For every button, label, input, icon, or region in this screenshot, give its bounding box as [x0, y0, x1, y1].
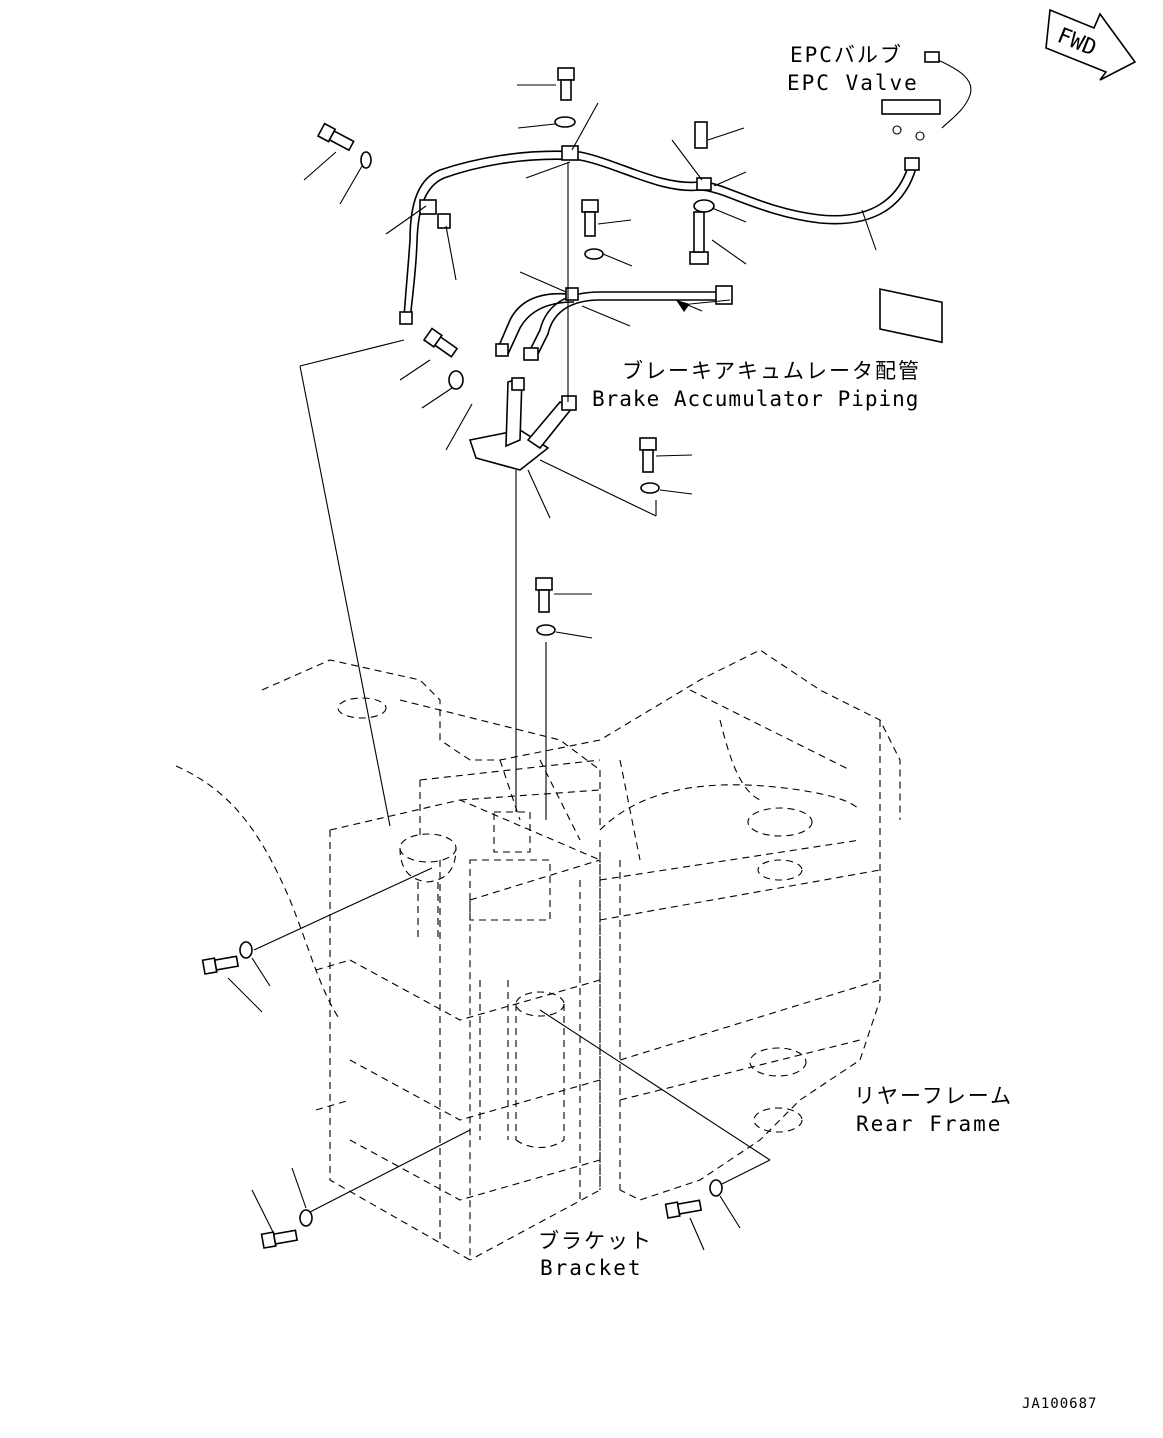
hose-clamps [419, 145, 712, 229]
fwd-arrow-icon: FWD [1045, 8, 1137, 81]
washers [239, 116, 723, 1227]
brake-accumulator-piping [495, 285, 733, 361]
fwd-badge-text: FWD [1054, 23, 1100, 61]
bracket-label-jp: ブラケット [538, 1229, 653, 1253]
bolts [201, 67, 709, 1249]
bracket-stay [468, 376, 577, 471]
rear-frame [175, 649, 901, 1201]
leader-lines [227, 84, 877, 1251]
epc-valve-label-jp: EPCバルブ [790, 43, 903, 67]
brake-piping-label-jp: ブレーキアキュムレータ配管 [622, 359, 921, 383]
accumulators [399, 811, 565, 1149]
epc-valve-label-en: EPC Valve [787, 71, 919, 95]
rear-frame-label-en: Rear Frame [856, 1112, 1002, 1136]
epc-hose [399, 150, 920, 325]
bracket-label-en: Bracket [540, 1256, 643, 1280]
drawing-code: JA100687 [1022, 1396, 1097, 1412]
brake-piping-label-en: Brake Accumulator Piping [592, 387, 919, 411]
epc-valve [879, 51, 972, 344]
rear-frame-label-jp: リヤーフレーム [854, 1084, 1013, 1108]
bracket [315, 799, 601, 1261]
